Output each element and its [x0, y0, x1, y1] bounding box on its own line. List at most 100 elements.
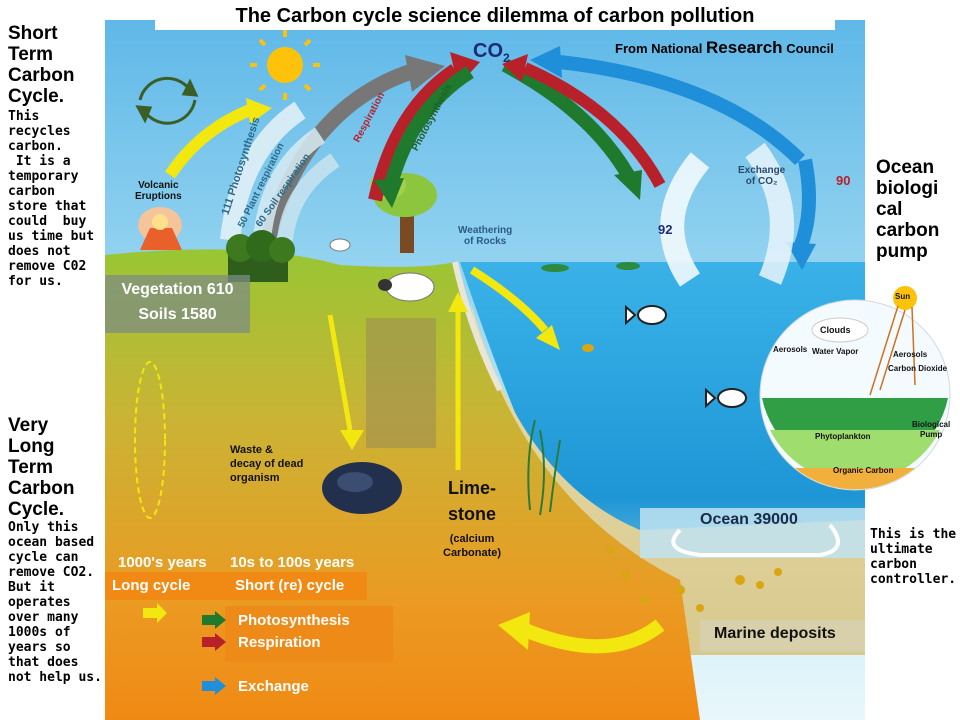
- label-line: decay of dead: [230, 458, 304, 470]
- source-suffix: Council: [782, 41, 834, 56]
- label-line: of Rocks: [464, 236, 507, 247]
- land: [105, 249, 700, 720]
- shells-icon: [606, 546, 782, 612]
- yellow-arrow-bottom-head: [498, 612, 530, 650]
- algae-patches: [541, 262, 640, 272]
- sun-icon: [250, 30, 320, 100]
- label-line: Pump: [920, 430, 943, 439]
- legend-item-photosynthesis: Photosynthesis: [202, 611, 350, 629]
- recycle-circle-icon: [135, 76, 199, 125]
- pump-organic-carbon-label: Organic Carbon: [833, 466, 894, 475]
- body-line: cycle can: [8, 550, 79, 565]
- green-arrow-head: [374, 178, 404, 208]
- volcano-icon: [138, 207, 182, 250]
- small-sheep-icon: [329, 238, 351, 252]
- short-term-note: Short Term Carbon Cycle. This recycles c…: [8, 23, 94, 289]
- co2-label: CO2: [473, 40, 510, 65]
- marine-deposits-band: [700, 620, 865, 652]
- body-line: It is a: [8, 154, 71, 169]
- blue-arrow-top-head: [530, 46, 562, 78]
- legend-label: Exchange: [238, 677, 309, 695]
- legend-item-band: [225, 606, 393, 662]
- body-line: over many: [8, 610, 79, 625]
- light-arrow-3: [277, 153, 340, 242]
- green-ocean-arrow: [501, 58, 635, 179]
- co2-subscript: 2: [503, 51, 510, 65]
- limestone-sub-label: (calcium Carbonate): [443, 532, 501, 560]
- white-arrow-1: [660, 152, 710, 287]
- flux-90-label: 90: [836, 173, 851, 188]
- heading-line: Short: [8, 23, 58, 44]
- legend-cycle-band: [105, 572, 367, 600]
- sheep-icon: [378, 272, 435, 302]
- label-line: Eruptions: [135, 191, 182, 202]
- label-line: of CO₂: [745, 176, 778, 187]
- heading-line: biologi: [876, 178, 939, 199]
- body-line: carbon: [8, 184, 55, 199]
- pump-clouds-label: Clouds: [820, 325, 851, 335]
- soil-column: [366, 318, 436, 448]
- body-line: This: [8, 109, 40, 124]
- short-term-heading: Short Term Carbon Cycle.: [8, 23, 94, 107]
- white-arrow-2: [745, 142, 794, 285]
- body-line: This is the: [870, 527, 957, 542]
- heading-line: cal: [876, 199, 903, 220]
- short-term-body: This recycles carbon. It is a temporary …: [8, 109, 94, 289]
- long-cycle-loop: [134, 361, 166, 519]
- source-prefix: From National: [615, 41, 707, 56]
- gray-arrow-head: [405, 55, 445, 92]
- body-line: carbon.: [8, 139, 63, 154]
- long-term-note: Very Long Term Carbon Cycle. Only this o…: [8, 415, 102, 685]
- light-arrow-1: [220, 101, 306, 242]
- legend-long-cycle: Long cycle: [112, 577, 191, 594]
- green-ocean-arrow-head: [614, 170, 642, 200]
- label-line: Weathering: [458, 225, 513, 236]
- co2-text: CO: [473, 40, 503, 62]
- body-line: for us.: [8, 274, 63, 289]
- body-line: carbon: [870, 557, 917, 572]
- legend-long-years: 1000's years: [118, 554, 207, 571]
- pump-sun-label: Sun: [895, 292, 911, 301]
- yellow-arrow-sky-head: [246, 98, 272, 124]
- label-line: Waste &: [230, 444, 273, 456]
- yellow-arrow-sky: [165, 104, 253, 179]
- coal-rock-icon: [322, 462, 402, 514]
- legend-long-arrow-icon: [143, 603, 167, 623]
- ocean-label: Ocean 39000: [700, 511, 798, 528]
- heading-line: Carbon: [8, 478, 75, 499]
- label-line: organism: [230, 472, 280, 484]
- legend-label: Photosynthesis: [238, 611, 350, 629]
- body-line: ocean based: [8, 535, 95, 550]
- heading-line: Cycle.: [8, 499, 64, 520]
- pump-aerosols-left-label: Aerosols: [773, 345, 808, 354]
- pump-phytoplankton-label: Phytoplankton: [815, 432, 871, 441]
- legend-short-cycle: Short (re) cycle: [235, 577, 345, 594]
- yellow-arrow-up-head: [448, 292, 468, 312]
- label-line: Carbonate): [443, 547, 502, 559]
- heading-line: Carbon: [8, 65, 75, 86]
- forest-icon: [226, 230, 295, 282]
- page-title: The Carbon cycle science dilemma of carb…: [155, 2, 835, 30]
- volcanic-label: Volcanic Eruptions: [135, 180, 182, 202]
- body-line: But it: [8, 580, 55, 595]
- body-line: 1000s of: [8, 625, 71, 640]
- marine-deposits-label: Marine deposits: [714, 625, 836, 642]
- ocean-pump-heading: Ocean biologi cal carbon pump: [876, 157, 939, 262]
- body-line: store that: [8, 199, 87, 214]
- carbon-controller-body: This is the ultimate carbon controller.: [870, 527, 956, 587]
- legend-item-respiration: Respiration: [202, 633, 321, 651]
- label-line: (calcium: [449, 533, 495, 545]
- pump-carbon-dioxide-label: Carbon Dioxide: [888, 364, 948, 373]
- pump-water-vapor-label: Water Vapor: [812, 347, 859, 356]
- shell-icon-small: [582, 344, 594, 352]
- label-line: stone: [448, 504, 497, 524]
- long-term-body: Only this ocean based cycle can remove C…: [8, 520, 102, 685]
- flux-92-label: 92: [658, 222, 673, 237]
- weathering-label: Weathering of Rocks: [458, 225, 512, 247]
- seaweed-icon: [527, 419, 561, 516]
- limestone-label: Lime- stone: [448, 475, 496, 527]
- body-line: that does: [8, 655, 79, 670]
- label-line: Lime-: [448, 478, 497, 498]
- blue-arrow-down: [793, 158, 816, 251]
